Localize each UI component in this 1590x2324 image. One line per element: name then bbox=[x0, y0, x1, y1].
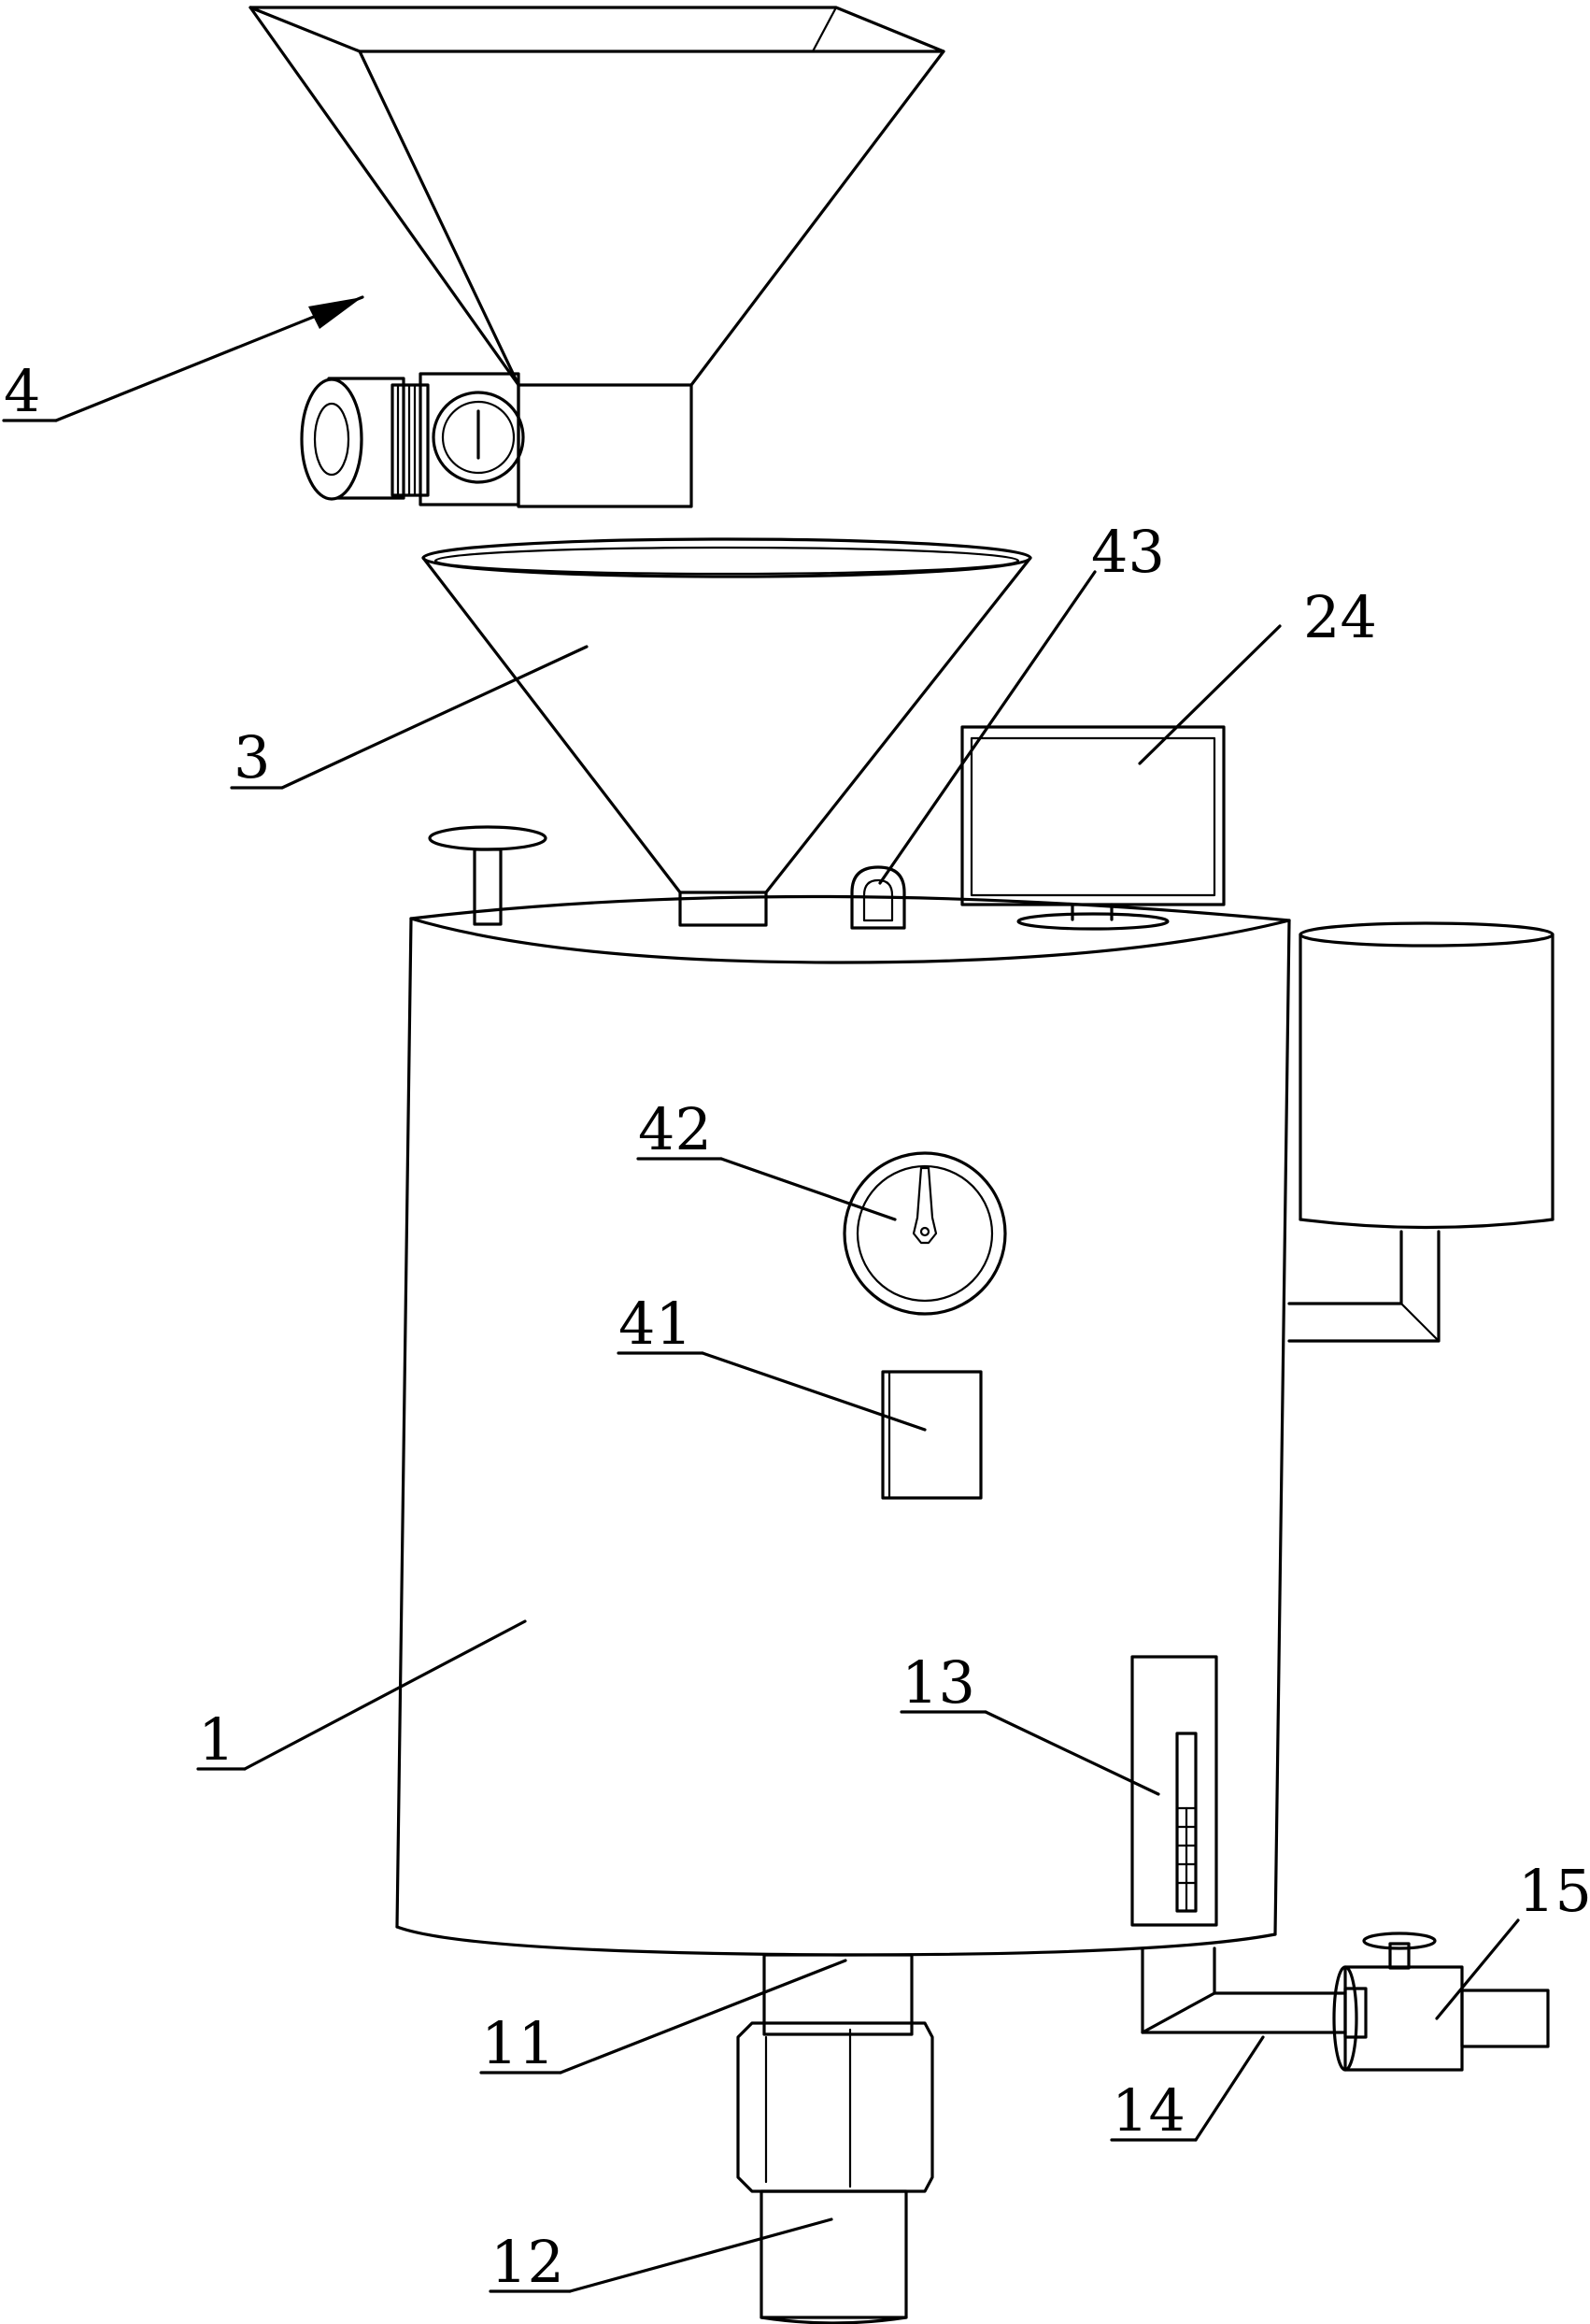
reference-labels: 4 43 24 3 42 41 1 13 15 11 14 12 bbox=[4, 357, 1590, 2296]
label-1: 1 bbox=[198, 1705, 234, 1774]
leader-line-13 bbox=[984, 1710, 1160, 1796]
leader-line-3 bbox=[280, 645, 589, 790]
label-11: 11 bbox=[481, 2009, 555, 2077]
label-4: 4 bbox=[4, 357, 40, 425]
display-monitor bbox=[960, 725, 1226, 931]
leader-line-1 bbox=[243, 1619, 527, 1771]
feed-gauge-housing bbox=[419, 372, 525, 506]
leader-arrow-4 bbox=[54, 295, 364, 422]
leader-line-12 bbox=[568, 2217, 833, 2293]
upper-hopper bbox=[248, 6, 945, 387]
label-41: 41 bbox=[618, 1290, 692, 1358]
label-42: 42 bbox=[638, 1095, 712, 1163]
drain-valve bbox=[1332, 1932, 1550, 2072]
control-box bbox=[881, 1370, 983, 1500]
level-gauge bbox=[1130, 1655, 1218, 1927]
label-3: 3 bbox=[234, 723, 270, 791]
label-13: 13 bbox=[901, 1648, 975, 1717]
feed-hopper-assembly bbox=[248, 6, 945, 508]
leader-line-41 bbox=[701, 1351, 927, 1432]
leader-line-14 bbox=[1194, 2035, 1265, 2142]
motor bbox=[300, 377, 430, 501]
outlet-pipe bbox=[762, 1953, 914, 2036]
label-14: 14 bbox=[1112, 2076, 1185, 2145]
tank-body bbox=[395, 894, 1291, 1957]
drain-elbow-pipe bbox=[1141, 1946, 1368, 2039]
pressure-gauge bbox=[843, 1151, 1007, 1316]
leader-lines bbox=[2, 295, 1520, 2293]
leader-line-42 bbox=[719, 1157, 897, 1221]
leader-line-15 bbox=[1435, 1918, 1520, 2020]
label-24: 24 bbox=[1303, 583, 1377, 651]
label-43: 43 bbox=[1091, 518, 1165, 586]
label-15: 15 bbox=[1518, 1857, 1590, 1925]
feeding-box bbox=[517, 383, 693, 508]
leader-line-24 bbox=[1138, 624, 1282, 765]
funnel bbox=[421, 537, 1032, 927]
lower-pipe bbox=[760, 2189, 908, 2324]
hex-coupling bbox=[736, 2021, 934, 2193]
label-12: 12 bbox=[490, 2228, 564, 2296]
leader-line-11 bbox=[559, 1959, 847, 2074]
lid-sensor bbox=[850, 865, 906, 930]
arrowhead-4 bbox=[308, 297, 362, 329]
leader-line-43 bbox=[878, 570, 1097, 885]
side-tank bbox=[1287, 921, 1555, 1343]
lid-valve-handle bbox=[428, 825, 547, 926]
